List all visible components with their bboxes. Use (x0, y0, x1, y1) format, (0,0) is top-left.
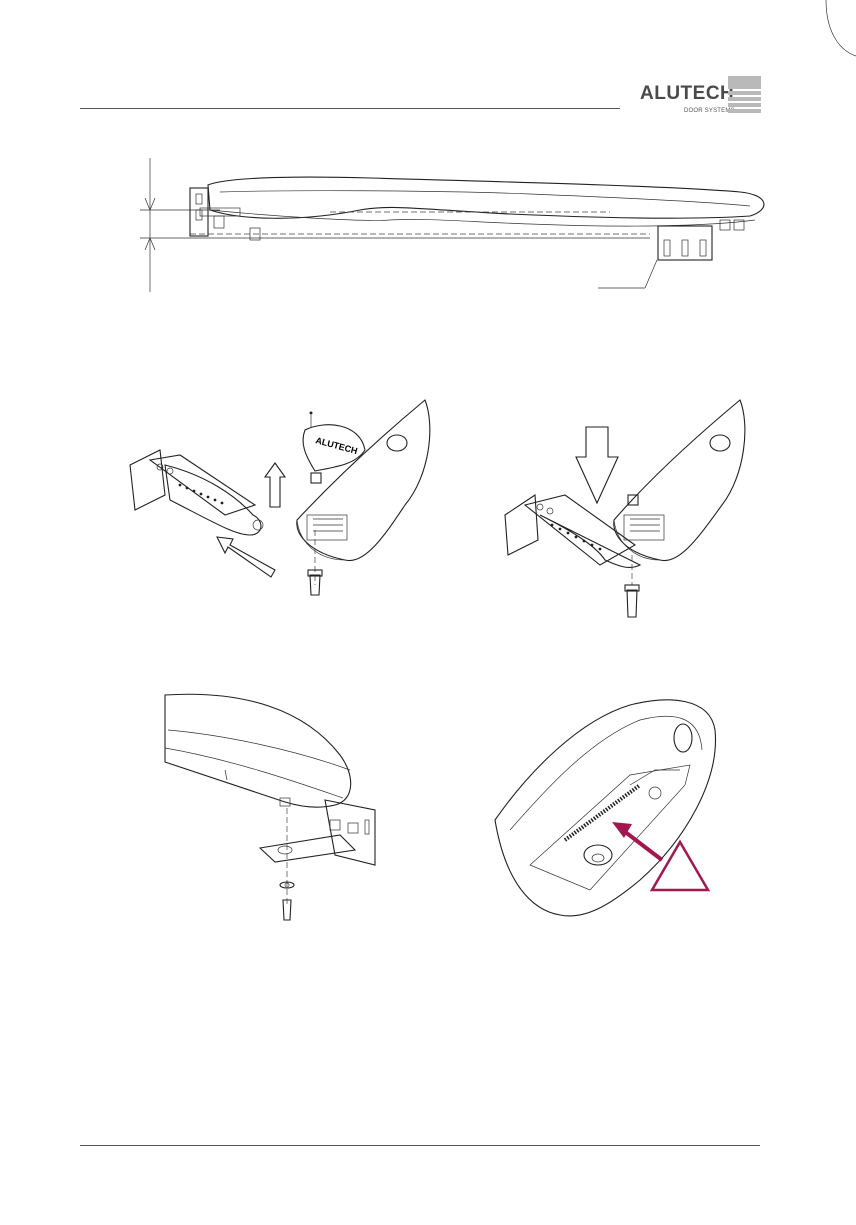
logo-bar-2 (728, 91, 761, 95)
logo-brand-text: ALUTECH (640, 83, 734, 105)
bracket-bolt-diagram (165, 690, 395, 930)
logo-bar-3 (728, 97, 761, 101)
logo-bar-4 (728, 103, 761, 107)
alutech-logo: ALUTECH DOOR SYSTEMS (640, 76, 765, 116)
footer-rule (80, 1145, 760, 1146)
warning-triangle-icon (652, 842, 708, 890)
logo-bar-1 (728, 76, 761, 89)
gear-check-diagram (490, 690, 750, 925)
arm-holes (179, 484, 224, 505)
bracket-insert-diagram: ALUTECH (125, 395, 450, 625)
cover-logo-text: ALUTECH (314, 435, 358, 456)
header-rule (80, 108, 620, 109)
bracket-press-diagram (500, 395, 760, 625)
logo-bar-5 (728, 109, 761, 113)
page-corner-arc (826, 0, 856, 60)
operator-side-view-diagram (130, 150, 780, 300)
